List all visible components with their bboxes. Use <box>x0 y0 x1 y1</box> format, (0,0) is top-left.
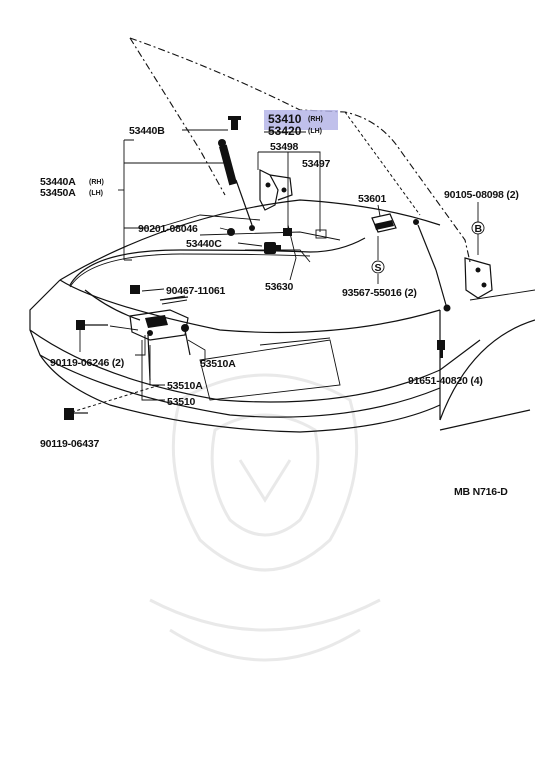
stop-53440c <box>264 242 281 254</box>
label-53440b: 53440B <box>129 125 165 137</box>
car-body <box>29 199 535 433</box>
bushing-53497 <box>315 229 327 239</box>
bolt-90119-06437 <box>64 408 88 420</box>
hood-strut-left <box>218 139 255 231</box>
callout-s-label: S <box>375 262 382 274</box>
clip-90467 <box>130 285 140 294</box>
label-53440a-side: (RH) <box>89 179 104 186</box>
label-90467: 90467-11061 <box>166 285 225 297</box>
label-53498: 53498 <box>270 141 299 153</box>
bolt-91651 <box>437 340 445 358</box>
bolt-53440b <box>228 116 241 130</box>
callout-b-label: B <box>475 223 483 235</box>
label-91651: 91651-40820 (4) <box>408 375 483 387</box>
label-53410-side: (RH) <box>308 116 323 123</box>
label-53420-side: (LH) <box>308 128 322 135</box>
right-hinge-bracket <box>464 257 493 299</box>
label-90201: 90201-08046 <box>138 223 198 235</box>
label-90119-06246: 90119-06246 (2) <box>50 357 124 369</box>
hood-strut-right <box>413 219 451 312</box>
label-53510: 53510 <box>167 396 196 408</box>
label-53440c: 53440C <box>186 238 222 250</box>
label-53510a-right: 53510A <box>200 358 236 370</box>
label-53410: 53410 <box>268 112 302 126</box>
label-53497: 53497 <box>302 158 331 170</box>
nut-90201 <box>227 228 235 236</box>
diagram-code: MB N716-D <box>454 486 508 498</box>
label-53420: 53420 <box>268 124 302 138</box>
label-53630: 53630 <box>265 281 294 293</box>
hood-hinge <box>259 169 293 211</box>
callout-b-circle <box>471 221 485 235</box>
label-53440a: 53440A <box>40 176 76 188</box>
support-53601 <box>371 213 397 233</box>
label-53510a-mid: 53510A <box>167 380 203 392</box>
hood-lock-assembly <box>129 295 191 381</box>
release-cable <box>69 237 366 321</box>
callout-s-circle <box>371 260 385 274</box>
watermark-emblem <box>149 373 381 662</box>
highlight-53410 <box>264 110 338 130</box>
label-90105: 90105-08098 (2) <box>444 189 519 201</box>
bushing-53498 <box>283 228 292 236</box>
label-93567: 93567-55016 (2) <box>342 287 417 299</box>
bolt-90119-06246 <box>76 320 108 330</box>
label-90119-06437: 90119-06437 <box>40 438 99 450</box>
label-53601: 53601 <box>358 193 387 205</box>
leader-lines <box>71 129 479 413</box>
label-53450a: 53450A <box>40 187 76 199</box>
label-53450a-side: (LH) <box>89 190 103 197</box>
hood-outline <box>129 37 471 263</box>
